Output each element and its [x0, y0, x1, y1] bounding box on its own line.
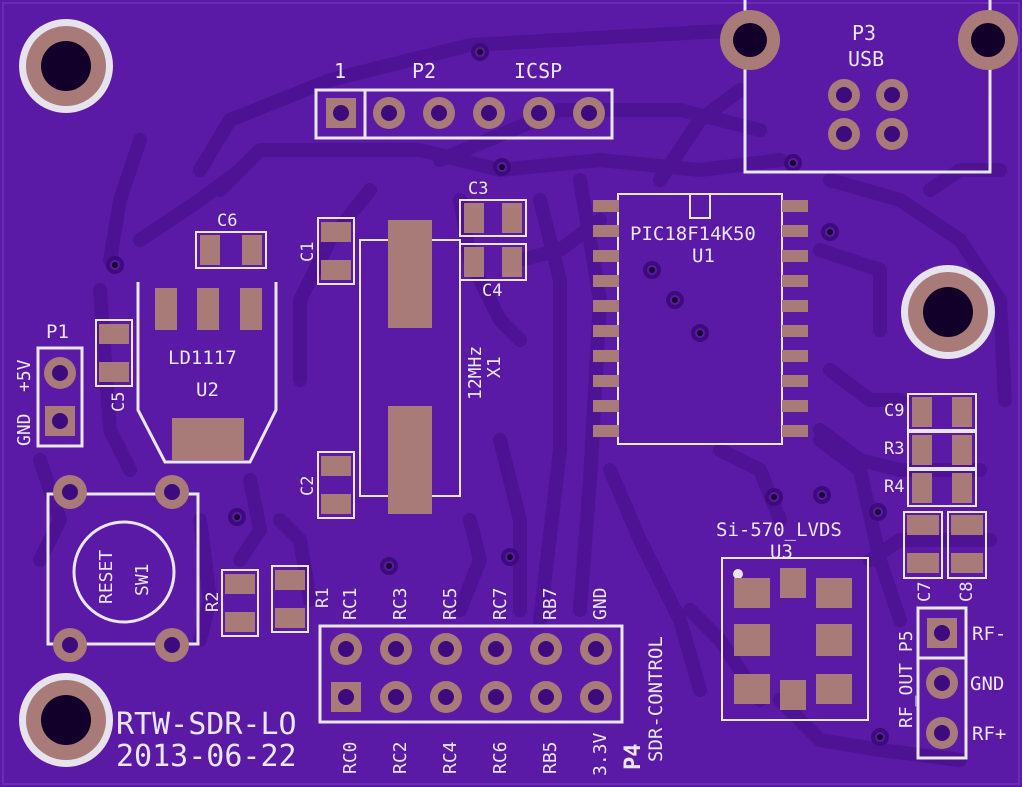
- p4-pin-label-rb5: RB5: [540, 741, 561, 774]
- x1-ref-label: X1: [484, 356, 505, 378]
- p1-power-header: P1 GND +5V: [14, 321, 84, 448]
- u2-value-label: LD1117: [168, 347, 237, 369]
- c1-label: C1: [298, 242, 318, 262]
- r4-resistor: R4: [884, 469, 977, 507]
- c3-label: C3: [468, 179, 488, 199]
- p2-ref-label: P2: [412, 59, 436, 83]
- p4-sdr-control-header: RC1 RC3 RC5 RC7 RB7 GND RC0 RC2 RC4 RC6 …: [318, 587, 667, 776]
- p1-gnd-label: GND: [14, 413, 35, 446]
- c9-capacitor: C9: [884, 393, 977, 431]
- c8-label: C8: [957, 582, 977, 602]
- r1-label: R1: [313, 588, 333, 608]
- r3-label: R3: [884, 439, 904, 459]
- u3-value-label: Si-570_LVDS: [716, 519, 842, 541]
- u3-oscillator: Si-570_LVDS U3: [716, 519, 869, 721]
- u1-ref-label: U1: [692, 245, 715, 267]
- p5-pin-label-rf-plus: RF+: [972, 723, 1006, 745]
- r2-resistor: R2: [203, 569, 259, 637]
- c9-label: C9: [884, 401, 904, 421]
- p4-value-label: SDR-CONTROL: [645, 636, 667, 762]
- p4-pin-label-3v3: 3.3V: [590, 732, 611, 776]
- c5-capacitor: C5: [95, 319, 133, 412]
- u2-regulator: LD1117 U2: [136, 282, 278, 464]
- p4-pin-label-rc1: RC1: [340, 587, 361, 620]
- c3-capacitor: C3: [459, 179, 527, 237]
- u1-value-label: PIC18F14K50: [630, 223, 756, 245]
- copper-traces: [33, 23, 1012, 767]
- sw1-ref-label: SW1: [132, 563, 153, 596]
- p4-pin-label-rc5: RC5: [440, 587, 461, 620]
- r4-label: R4: [884, 477, 904, 497]
- u1-microcontroller: PIC18F14K50 U1: [593, 193, 808, 445]
- p5-pin-label-gnd: GND: [970, 673, 1004, 695]
- r1-resistor: R1: [271, 565, 333, 633]
- p4-pin-label-rc4: RC4: [440, 741, 461, 774]
- u2-ref-label: U2: [196, 379, 219, 401]
- p3-value-label: USB: [848, 47, 884, 71]
- p3-ref-label: P3: [852, 21, 876, 45]
- p5-rf-out-header: RF_OUT P5 RF- GND RF+: [896, 606, 1006, 760]
- u3-ref-label: U3: [770, 541, 793, 563]
- p4-pin-label-rc2: RC2: [390, 741, 411, 774]
- p4-pin-label-rb7: RB7: [540, 587, 561, 620]
- p1-ref-label: P1: [46, 321, 69, 343]
- sw1-reset-switch: RESET SW1: [46, 475, 200, 662]
- c6-capacitor: C6: [195, 211, 267, 269]
- p3-usb-connector: P3 USB: [720, 0, 1018, 174]
- mounting-hole-top-left: [19, 19, 113, 113]
- c5-label: C5: [109, 392, 129, 412]
- p2-icsp-header: 1 P2 ICSP: [314, 59, 614, 140]
- c2-label: C2: [298, 476, 318, 496]
- r2-label: R2: [203, 592, 223, 612]
- c6-label: C6: [217, 211, 237, 231]
- p5-ref-label: RF_OUT P5: [896, 630, 917, 728]
- p1-5v-label: +5V: [14, 359, 35, 392]
- p4-pin-label-gnd: GND: [590, 587, 611, 620]
- x1-value-label: 12MHz: [465, 346, 486, 400]
- p4-ref-label: P4: [621, 744, 646, 771]
- p2-pin1-label: 1: [334, 59, 346, 83]
- c1-capacitor: C1: [298, 217, 355, 285]
- mounting-hole-right: [901, 265, 995, 359]
- p4-pin-label-rc7: RC7: [490, 587, 511, 620]
- p2-value-label: ICSP: [514, 59, 562, 83]
- c8-capacitor: C8: [947, 511, 987, 602]
- board-date: 2013-06-22: [116, 739, 297, 774]
- c2-capacitor: C2: [298, 451, 355, 519]
- c4-label: C4: [482, 281, 502, 301]
- vias: [106, 43, 889, 746]
- p4-pin-label-rc0: RC0: [340, 741, 361, 774]
- sw1-value-label: RESET: [96, 550, 117, 604]
- c7-capacitor: C7: [903, 511, 943, 602]
- c4-capacitor: C4: [459, 243, 527, 301]
- mounting-hole-bottom-left: [19, 673, 113, 767]
- r3-resistor: R3: [884, 431, 977, 469]
- p4-pin-label-rc6: RC6: [490, 741, 511, 774]
- x1-crystal: 12MHz X1: [359, 220, 505, 514]
- c7-label: C7: [915, 582, 935, 602]
- p4-pin-label-rc3: RC3: [390, 587, 411, 620]
- board-title: RTW-SDR-LO: [116, 707, 297, 742]
- p5-pin-label-rf-minus: RF-: [972, 623, 1006, 645]
